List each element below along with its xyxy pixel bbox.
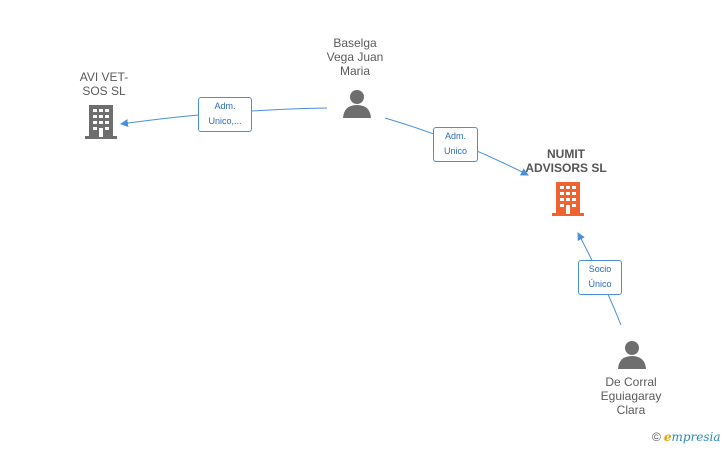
- building-icon[interactable]: [551, 180, 585, 216]
- edge-label-line: Adm.: [214, 101, 236, 111]
- node-label-line: Clara: [616, 403, 646, 417]
- node-label-line: SOS SL: [82, 84, 126, 98]
- node-label-line: Baselga: [333, 36, 377, 50]
- empresia-logo: empresia: [664, 430, 721, 444]
- node-label-avi-vet-sos[interactable]: AVI VET- SOS SL: [62, 70, 146, 98]
- node-label-de-corral[interactable]: De Corral Eguiagaray Clara: [586, 375, 676, 417]
- copyright-icon: ©: [652, 430, 661, 444]
- logo-letter: e: [663, 430, 672, 444]
- logo-text: mpresia: [671, 430, 721, 444]
- brand-footer[interactable]: © empresia: [652, 430, 721, 444]
- node-label-baselga[interactable]: Baselga Vega Juan Maria: [310, 36, 400, 78]
- edge-label-adm-unico-truncated[interactable]: Adm. Unico,...: [198, 97, 252, 132]
- edge-label-adm-unico[interactable]: Adm. Unico: [433, 127, 478, 162]
- building-icon[interactable]: [84, 103, 118, 139]
- node-label-line: AVI VET-: [79, 70, 129, 84]
- edge-label-socio-unico[interactable]: Socio Único: [578, 260, 622, 295]
- node-label-line: De Corral: [605, 375, 657, 389]
- node-label-line: Vega Juan: [326, 50, 384, 64]
- node-label-line: Eguiagaray: [600, 389, 662, 403]
- edge-label-line: Único: [588, 279, 612, 289]
- node-label-numit-advisors[interactable]: NUMIT ADVISORS SL: [516, 147, 616, 175]
- edge-label-line: Adm.: [444, 131, 466, 141]
- node-label-line: ADVISORS SL: [525, 161, 607, 175]
- edge-label-line: Unico,...: [208, 116, 242, 126]
- person-icon[interactable]: [342, 88, 372, 118]
- edge-label-line: Unico: [443, 146, 467, 156]
- edge-label-line: Socio: [588, 264, 612, 274]
- node-label-line: Maria: [339, 64, 370, 78]
- node-label-line: NUMIT: [547, 147, 585, 161]
- person-icon[interactable]: [617, 339, 647, 369]
